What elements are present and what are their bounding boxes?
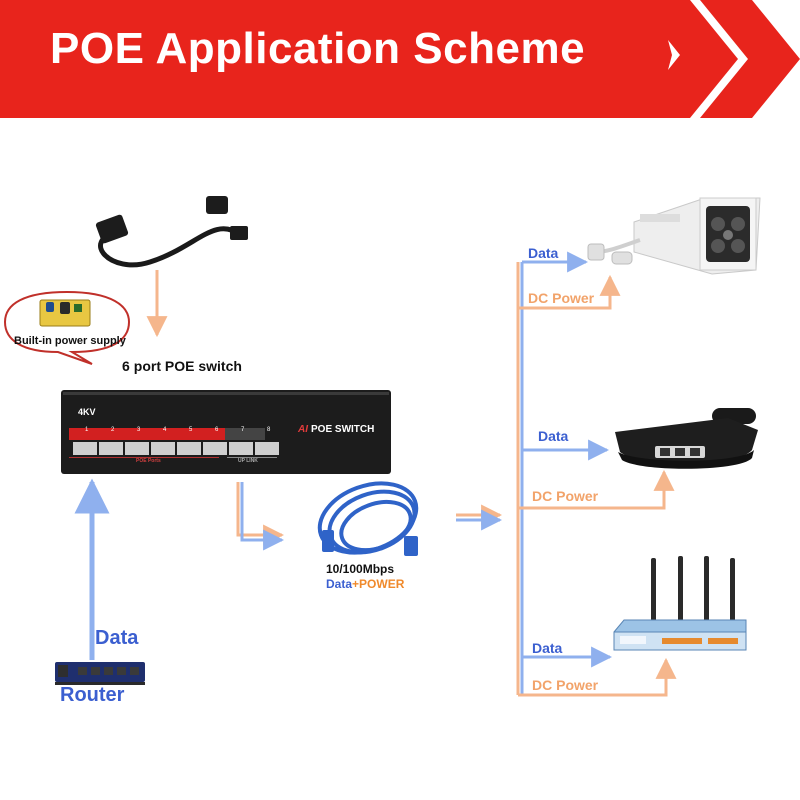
ethernet-cable-icon xyxy=(317,481,419,556)
wireless-ap-icon xyxy=(613,556,747,651)
banner-background xyxy=(0,0,738,118)
ap-data-label: Data xyxy=(532,640,563,656)
cable-speed-label: 10/100Mbps xyxy=(326,562,395,576)
cable-data-word: Data xyxy=(326,577,353,591)
port-number: 6 xyxy=(215,427,219,433)
surge-label: 4KV xyxy=(78,407,96,417)
ap-power-label: DC Power xyxy=(532,677,599,693)
switch-brand-prefix: AI xyxy=(298,424,308,435)
ip-phone-icon xyxy=(615,408,758,469)
banner-chevron xyxy=(700,0,800,118)
router-label: Router xyxy=(60,684,125,706)
camera-power-label: DC Power xyxy=(528,290,595,306)
router-data-label: Data xyxy=(95,627,139,649)
power-cord-icon xyxy=(95,196,248,268)
power-supply-callout xyxy=(3,290,131,365)
poe-ports-label: POE Ports xyxy=(136,458,161,464)
ap-power-arrow xyxy=(518,657,677,697)
router-icon xyxy=(55,662,145,685)
phone-power-arrow xyxy=(518,469,675,510)
port-number: 4 xyxy=(163,427,167,433)
port-number: 2 xyxy=(111,427,115,433)
port-number: 5 xyxy=(189,427,193,433)
port-number-row: 1 2 3 4 5 6 7 8 xyxy=(73,427,281,438)
power-supply-label: Built-in power supply xyxy=(14,335,126,347)
ip-camera-icon xyxy=(587,197,761,275)
uplink-label: UP LINK xyxy=(238,458,258,464)
poe-switch-icon xyxy=(61,390,391,474)
banner-arrow-icon xyxy=(668,40,680,70)
port-number: 7 xyxy=(241,427,245,433)
phone-data-label: Data xyxy=(538,428,569,444)
phone-power-label: DC Power xyxy=(532,488,599,504)
callout-bubble xyxy=(3,290,131,365)
switch-to-cable-arrow xyxy=(236,482,285,551)
switch-caption-text: port POE switch xyxy=(133,358,242,374)
port-number: 1 xyxy=(85,427,89,433)
switch-caption-count: 6 xyxy=(122,358,130,374)
title-banner xyxy=(0,0,800,118)
camera-data-label: Data xyxy=(528,245,559,261)
port-number: 3 xyxy=(137,427,141,433)
camera-power-arrow xyxy=(518,274,621,310)
cable-power-word: +POWER xyxy=(352,577,405,591)
port-number: 8 xyxy=(267,427,271,433)
cable-data-power-label: Data+POWER xyxy=(326,577,404,591)
page-title: POE Application Scheme xyxy=(50,24,586,73)
cable-to-devices-arrow xyxy=(456,504,503,531)
power-supply-icon xyxy=(39,299,91,327)
switch-brand-label: POE SWITCH xyxy=(311,424,375,435)
